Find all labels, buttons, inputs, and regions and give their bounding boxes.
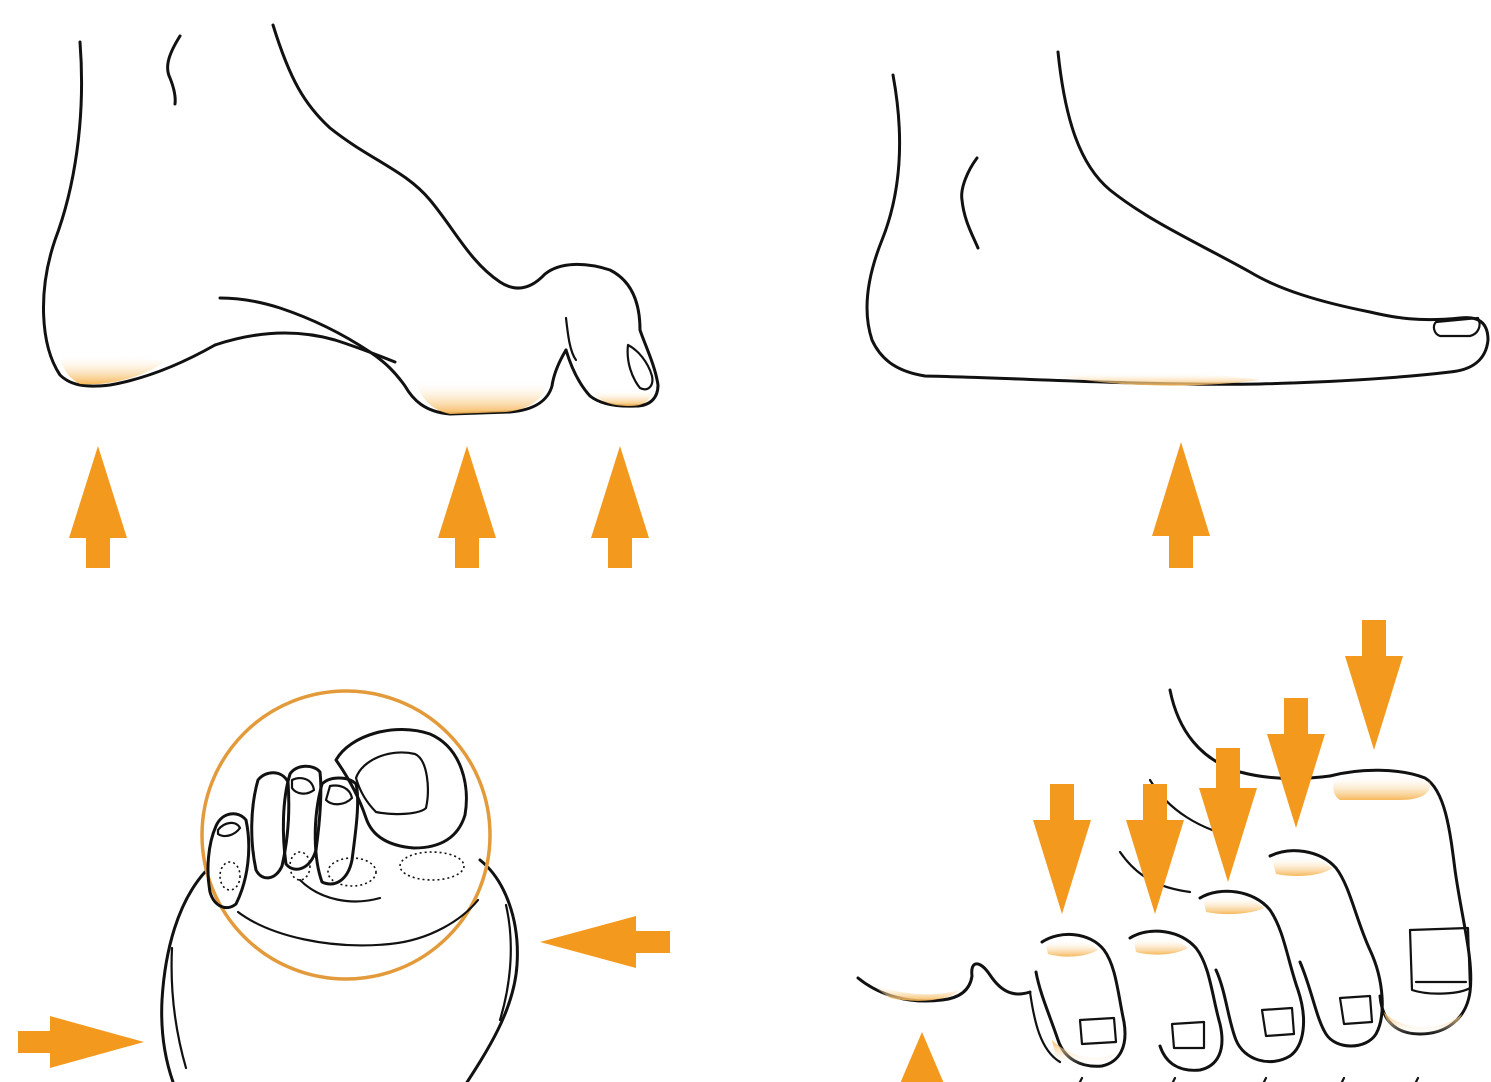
arrow-up-icon bbox=[438, 446, 496, 568]
high-arch-foot-outline bbox=[44, 25, 658, 414]
arrow-down-icon bbox=[1033, 784, 1091, 914]
arrow-up-icon bbox=[591, 446, 649, 568]
arrow-up-icon bbox=[69, 446, 127, 568]
tick-mark bbox=[1080, 1078, 1418, 1082]
pressure-shade-knuckle bbox=[1134, 937, 1188, 954]
arrow-down-icon bbox=[1345, 620, 1403, 750]
arrow-down-icon bbox=[1126, 784, 1184, 914]
arrow-up-icon bbox=[1152, 442, 1210, 568]
hammer-toes-panel bbox=[858, 620, 1471, 1082]
arrow-down-icon bbox=[1199, 748, 1257, 882]
normal-foot-panel bbox=[867, 52, 1488, 568]
pressure-shade-toe-tip bbox=[1384, 1012, 1462, 1035]
normal-foot-outline bbox=[867, 52, 1488, 384]
bunion-front-view-panel bbox=[18, 691, 670, 1082]
pressure-shade-knuckle bbox=[1333, 775, 1430, 801]
pressure-shade-heel bbox=[60, 354, 165, 384]
foot-front-outline bbox=[162, 691, 518, 1082]
high-arch-foot-panel bbox=[44, 25, 658, 568]
arrow-side-icon bbox=[18, 1016, 144, 1068]
arrow-up-icon bbox=[893, 1032, 951, 1082]
pressure-shade-knuckle bbox=[1046, 940, 1098, 957]
arrow-down-icon bbox=[1267, 698, 1325, 828]
magnifier-circle bbox=[202, 691, 490, 979]
arrow-side-icon bbox=[540, 916, 670, 968]
